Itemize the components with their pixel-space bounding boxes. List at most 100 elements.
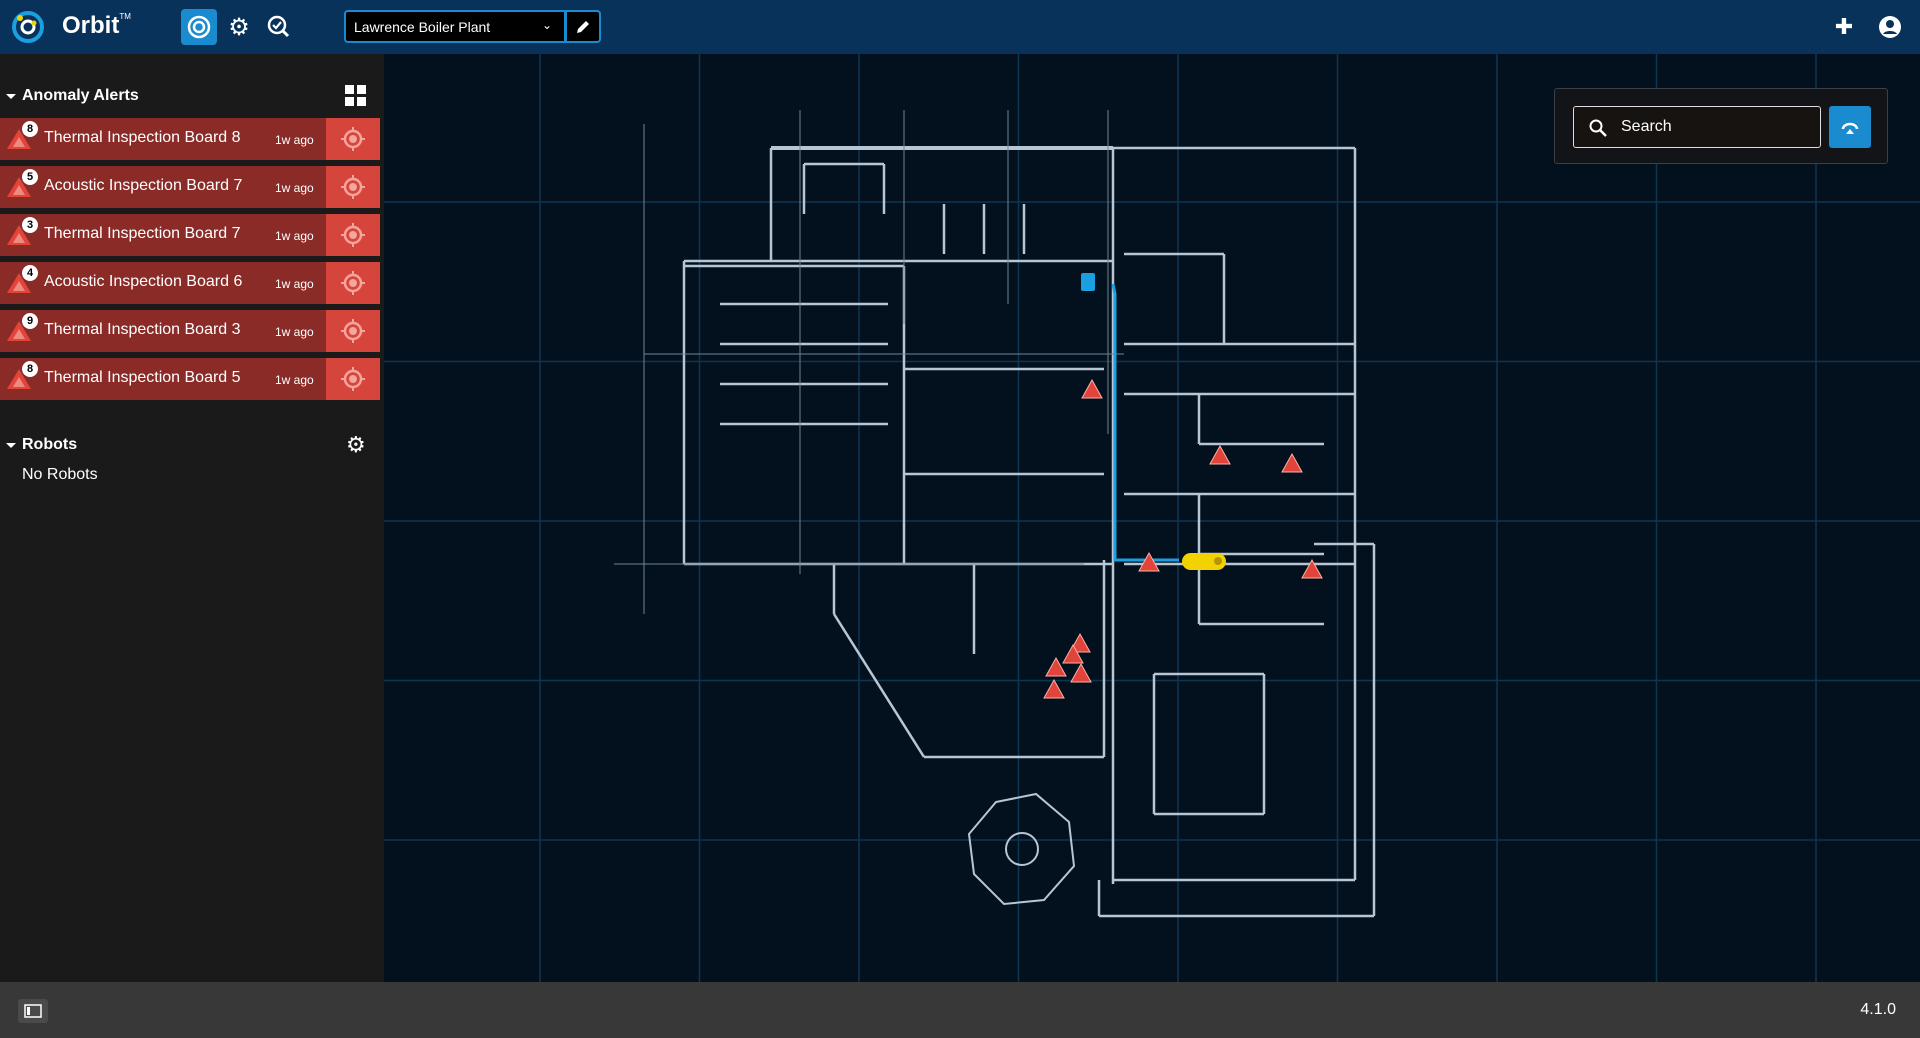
anomaly-marker-icon <box>1081 378 1103 399</box>
alert-name: Thermal Inspection Board 3 <box>44 321 241 338</box>
alert-time: 1w ago <box>275 229 314 243</box>
alert-triangle-icon <box>7 273 31 293</box>
settings-button[interactable]: ⚙ <box>221 9 257 45</box>
alert-count-badge: 8 <box>22 361 38 377</box>
footer-bar: 4.1.0 <box>0 982 1920 1038</box>
alert-name: Thermal Inspection Board 7 <box>44 225 241 242</box>
alert-name: Acoustic Inspection Board 7 <box>44 177 243 194</box>
anomaly-alert-item[interactable]: 4 Acoustic Inspection Board 6 1w ago <box>0 262 380 304</box>
tank-outline <box>967 792 1076 906</box>
target-icon <box>341 367 365 391</box>
alert-time: 1w ago <box>275 325 314 339</box>
anomaly-marker-icon <box>1281 452 1303 473</box>
alert-triangle-icon <box>7 225 31 245</box>
toggle-sidebar-button[interactable] <box>18 999 48 1023</box>
anomaly-marker-icon <box>1209 444 1231 465</box>
alert-time: 1w ago <box>275 181 314 195</box>
chevron-down-icon: ⌄ <box>541 18 552 32</box>
alert-triangle-icon <box>7 129 31 149</box>
anomaly-alert-item[interactable]: 3 Thermal Inspection Board 7 1w ago <box>0 214 380 256</box>
alert-name: Acoustic Inspection Board 6 <box>44 273 243 290</box>
top-bar: OrbitTM ⚙ Lawrence Boiler Plant ⌄ ✚ <box>0 0 1920 54</box>
floor-plan[interactable] <box>384 54 1920 982</box>
inspection-search-button[interactable] <box>261 9 297 45</box>
anomaly-marker-icon <box>1138 551 1160 572</box>
orbit-logo[interactable] <box>10 9 46 45</box>
search-icon <box>1589 119 1607 137</box>
alert-time: 1w ago <box>275 277 314 291</box>
dashboard-icon <box>187 15 211 39</box>
site-selector[interactable]: Lawrence Boiler Plant ⌄ <box>344 10 566 43</box>
locate-alert-button[interactable] <box>326 166 380 208</box>
target-icon <box>341 127 365 151</box>
target-icon <box>341 271 365 295</box>
edit-site-button[interactable] <box>566 10 601 43</box>
anomaly-alert-item[interactable]: 8 Thermal Inspection Board 8 1w ago <box>0 118 380 160</box>
floor-plan-map[interactable] <box>384 54 1920 982</box>
settings-icon: ⚙ <box>228 13 250 41</box>
sidebar: Anomaly Alerts 8 Thermal Inspection Boar… <box>0 54 384 982</box>
alert-count-badge: 3 <box>22 217 38 233</box>
anomaly-alert-item[interactable]: 8 Thermal Inspection Board 5 1w ago <box>0 358 380 400</box>
brand-text: Orbit <box>62 12 120 39</box>
edit-icon <box>577 20 589 33</box>
alert-name: Thermal Inspection Board 8 <box>44 129 241 146</box>
locate-alert-button[interactable] <box>326 118 380 160</box>
grid-view-icon[interactable] <box>345 85 367 107</box>
robot-path <box>1111 283 1179 562</box>
alert-time: 1w ago <box>275 133 314 147</box>
anomaly-alerts-header[interactable]: Anomaly Alerts <box>6 87 139 105</box>
map-search-panel <box>1554 88 1888 164</box>
alert-name: Thermal Inspection Board 5 <box>44 369 241 386</box>
alert-triangle-icon <box>7 177 31 197</box>
alert-count-badge: 8 <box>22 121 38 137</box>
caret-down-icon <box>6 442 16 448</box>
anomaly-alert-item[interactable]: 5 Acoustic Inspection Board 7 1w ago <box>0 166 380 208</box>
extensions-icon: ✚ <box>1834 14 1854 39</box>
version-label: 4.1.0 <box>1860 1001 1896 1018</box>
anomaly-alert-item[interactable]: 9 Thermal Inspection Board 3 1w ago <box>0 310 380 352</box>
robots-settings-icon[interactable]: ⚙ <box>346 432 366 457</box>
alert-triangle-icon <box>7 321 31 341</box>
alert-count-badge: 5 <box>22 169 38 185</box>
alert-count-badge: 4 <box>22 265 38 281</box>
dashboard-button[interactable] <box>181 9 217 45</box>
anomaly-alerts-title: Anomaly Alerts <box>22 87 139 104</box>
alert-triangle-icon <box>7 369 31 389</box>
locate-alert-button[interactable] <box>326 214 380 256</box>
inspection-search-icon <box>267 15 290 38</box>
extensions-button[interactable]: ✚ <box>1826 9 1862 45</box>
wall <box>832 613 926 758</box>
account-button[interactable] <box>1872 9 1908 45</box>
anomaly-marker-icon <box>1069 632 1091 653</box>
robots-header[interactable]: Robots <box>6 436 77 454</box>
target-icon <box>341 223 365 247</box>
anomaly-marker-icon <box>1043 678 1065 699</box>
alert-time: 1w ago <box>275 373 314 387</box>
map-search-input[interactable] <box>1573 106 1821 148</box>
anomaly-marker-icon <box>1301 558 1323 579</box>
recenter-button[interactable] <box>1829 106 1871 148</box>
alert-count-badge: 9 <box>22 313 38 329</box>
target-icon <box>341 319 365 343</box>
robot-marker <box>1182 553 1226 570</box>
trademark: TM <box>119 12 131 21</box>
charging-dock-icon <box>1081 273 1095 291</box>
anomaly-marker-icon <box>1045 656 1067 677</box>
caret-down-icon <box>6 93 16 99</box>
target-icon <box>341 175 365 199</box>
locate-alert-button[interactable] <box>326 262 380 304</box>
locate-alert-button[interactable] <box>326 358 380 400</box>
robots-title: Robots <box>22 436 78 453</box>
anomaly-marker-icon <box>1070 662 1092 683</box>
brand-name: OrbitTM <box>62 12 131 40</box>
site-selector-value: Lawrence Boiler Plant <box>354 19 491 35</box>
robot-marker-dot <box>1214 557 1222 565</box>
anomaly-marker-icon <box>1062 643 1084 664</box>
recenter-icon <box>1841 122 1859 134</box>
locate-alert-button[interactable] <box>326 310 380 352</box>
tank <box>1005 832 1039 866</box>
no-robots-text: No Robots <box>22 466 98 483</box>
account-icon <box>1879 16 1901 38</box>
sidebar-panel-icon <box>24 1004 42 1018</box>
